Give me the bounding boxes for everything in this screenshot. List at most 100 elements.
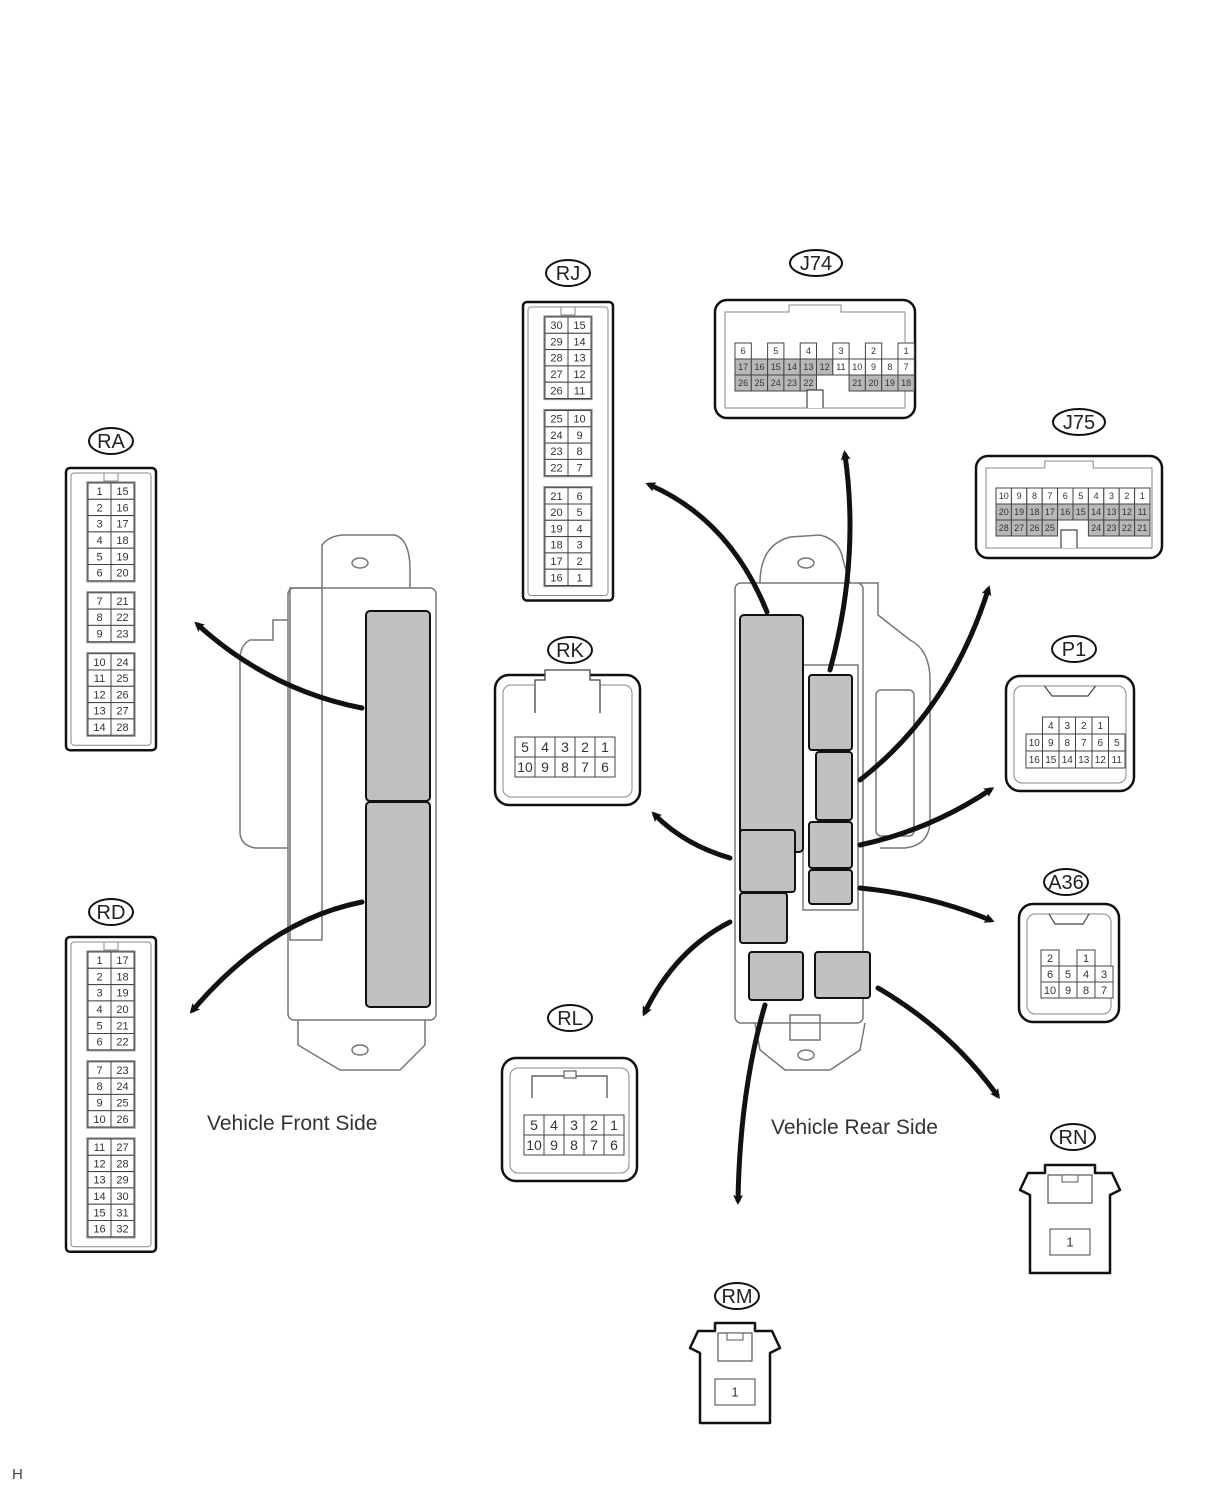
pin-number: 2 bbox=[581, 739, 589, 755]
pin-number: 27 bbox=[1014, 523, 1024, 533]
front-block-socket-upper bbox=[365, 610, 431, 802]
arrow-to-J74 bbox=[827, 450, 853, 673]
pin-number: 8 bbox=[96, 1081, 102, 1093]
pin-number: 25 bbox=[1045, 523, 1055, 533]
pin-number: 1 bbox=[731, 1385, 738, 1400]
pin-number: 5 bbox=[1065, 969, 1071, 981]
pin-number: 22 bbox=[550, 463, 562, 475]
pin-number: 15 bbox=[93, 1207, 105, 1219]
pin-group-frame bbox=[86, 591, 136, 644]
pin-number: 4 bbox=[541, 739, 549, 755]
connector-housing bbox=[1017, 902, 1121, 1024]
connector-housing bbox=[1018, 1163, 1122, 1275]
connector-inner-outline bbox=[509, 1067, 630, 1174]
pin-number: 9 bbox=[576, 430, 582, 442]
pin-number: 21 bbox=[116, 596, 128, 608]
pin-number: 22 bbox=[803, 378, 813, 388]
connector-RM: RM1 bbox=[688, 1282, 782, 1425]
arrow-to-RN bbox=[875, 985, 1000, 1100]
pin-number: 24 bbox=[550, 430, 562, 442]
arrow-to-RD bbox=[189, 899, 365, 1014]
pin-number: 5 bbox=[1114, 738, 1120, 749]
pin-cell bbox=[897, 374, 915, 392]
pin-number: 13 bbox=[93, 706, 105, 718]
pin-number: 13 bbox=[1078, 755, 1090, 766]
rear-junction-block bbox=[734, 534, 931, 1071]
pin-group-frame bbox=[543, 486, 593, 588]
connector-id-label: A36 bbox=[1048, 872, 1084, 894]
pin-number: 21 bbox=[550, 491, 562, 503]
pin-group-frame bbox=[543, 408, 593, 478]
pin-number: 21 bbox=[852, 378, 862, 388]
pin-number: 14 bbox=[1091, 507, 1101, 517]
pin-number: 20 bbox=[999, 507, 1009, 517]
pin-number: 7 bbox=[96, 596, 102, 608]
pin-number: 6 bbox=[96, 568, 102, 580]
vehicle-rear-side-label: Vehicle Rear Side bbox=[771, 1116, 938, 1139]
pin-number: 10 bbox=[1029, 738, 1041, 749]
pin-number: 15 bbox=[1076, 507, 1086, 517]
pin-number: 24 bbox=[116, 657, 128, 669]
pin-cell bbox=[1094, 981, 1114, 999]
pin-number: 3 bbox=[1064, 721, 1070, 732]
pin-number: 17 bbox=[738, 362, 748, 372]
pin-number: 28 bbox=[999, 523, 1009, 533]
pin-number: 6 bbox=[1097, 738, 1103, 749]
pin-number: 29 bbox=[550, 336, 562, 348]
pin-number: 10 bbox=[517, 759, 533, 775]
pin-number: 16 bbox=[754, 362, 764, 372]
pin-number: 15 bbox=[1045, 755, 1057, 766]
pin-number: 9 bbox=[871, 362, 876, 372]
pin-number: 11 bbox=[574, 385, 585, 397]
rear-block-socket-6 bbox=[739, 892, 788, 944]
pin-number: 8 bbox=[96, 612, 102, 624]
pin-number: 18 bbox=[116, 535, 128, 547]
pin-number: 15 bbox=[771, 362, 781, 372]
connector-latch-tab bbox=[1061, 1174, 1079, 1183]
pin-number: 24 bbox=[116, 1081, 128, 1093]
arrow-to-RM bbox=[733, 1002, 768, 1205]
pin-number: 8 bbox=[887, 362, 892, 372]
pin-number: 7 bbox=[576, 463, 582, 475]
pin-number: 13 bbox=[1106, 507, 1116, 517]
pin-group-frame bbox=[86, 652, 136, 737]
pin-number: 9 bbox=[1048, 738, 1054, 749]
connector-id-bubble bbox=[1052, 408, 1106, 436]
pin-number: 4 bbox=[576, 523, 582, 535]
pin-number: 27 bbox=[550, 369, 562, 381]
connector-id-label: RD bbox=[97, 902, 126, 924]
pin-number: 2 bbox=[1124, 491, 1129, 501]
pin-cell bbox=[110, 564, 135, 582]
pin-group-frame bbox=[86, 1060, 136, 1129]
connector-id-label: RJ bbox=[556, 263, 580, 285]
pin-number: 2 bbox=[96, 971, 102, 983]
pin-number: 9 bbox=[541, 759, 549, 775]
pin-number: 30 bbox=[116, 1191, 128, 1203]
pin-number: 25 bbox=[116, 673, 128, 685]
pin-cell bbox=[1134, 519, 1151, 537]
pin-number: 1 bbox=[1097, 721, 1103, 732]
pin-number: 12 bbox=[1095, 755, 1107, 766]
pin-number: 18 bbox=[901, 378, 911, 388]
pin-number: 19 bbox=[116, 551, 128, 563]
pin-number: 11 bbox=[836, 362, 845, 372]
pin-number: 19 bbox=[1014, 507, 1024, 517]
pin-number: 6 bbox=[1063, 491, 1068, 501]
pin-number: 24 bbox=[771, 378, 781, 388]
pin-number: 27 bbox=[116, 706, 128, 718]
pin-number: 7 bbox=[904, 362, 909, 372]
pin-number: 26 bbox=[738, 378, 748, 388]
pin-number: 6 bbox=[576, 491, 582, 503]
pin-number: 2 bbox=[576, 556, 582, 568]
arrow-to-RK bbox=[651, 811, 733, 861]
connector-id-label: J75 bbox=[1063, 412, 1095, 434]
pin-number: 13 bbox=[93, 1175, 105, 1187]
pin-number: 10 bbox=[573, 414, 585, 426]
pin-number: 7 bbox=[1047, 491, 1052, 501]
vehicle-front-side-label: Vehicle Front Side bbox=[207, 1112, 378, 1135]
connector-key-notch bbox=[1060, 529, 1078, 548]
pin-number: 26 bbox=[550, 385, 562, 397]
